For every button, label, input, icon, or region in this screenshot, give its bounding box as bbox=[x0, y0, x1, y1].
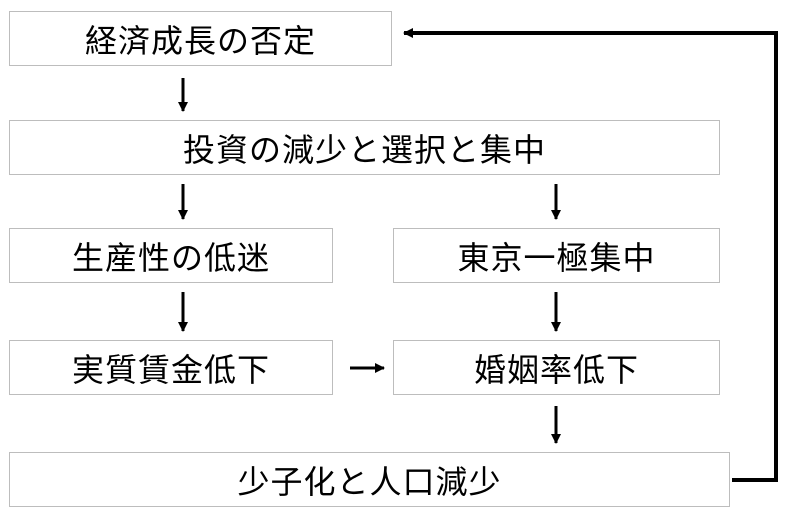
node-investment-decline: 投資の減少と選択と集中 bbox=[9, 120, 720, 175]
node-label: 東京一極集中 bbox=[457, 238, 656, 277]
node-label: 経済成長の否定 bbox=[84, 21, 316, 60]
node-label: 実質賃金低下 bbox=[71, 350, 270, 389]
node-label: 生産性の低迷 bbox=[71, 238, 270, 277]
arrow-n7-to-n1-feedback bbox=[403, 28, 778, 482]
node-tokyo-concentration: 東京一極集中 bbox=[393, 228, 720, 283]
node-label: 投資の減少と選択と集中 bbox=[182, 130, 546, 169]
node-marriage-rate-decline: 婚姻率低下 bbox=[393, 340, 720, 395]
node-productivity-stagnation: 生産性の低迷 bbox=[9, 228, 333, 283]
node-label: 少子化と人口減少 bbox=[237, 462, 502, 501]
node-economic-growth-denial: 経済成長の否定 bbox=[9, 11, 392, 66]
node-real-wage-decline: 実質賃金低下 bbox=[9, 340, 333, 395]
node-population-decline: 少子化と人口減少 bbox=[9, 452, 730, 507]
node-label: 婚姻率低下 bbox=[473, 350, 639, 389]
